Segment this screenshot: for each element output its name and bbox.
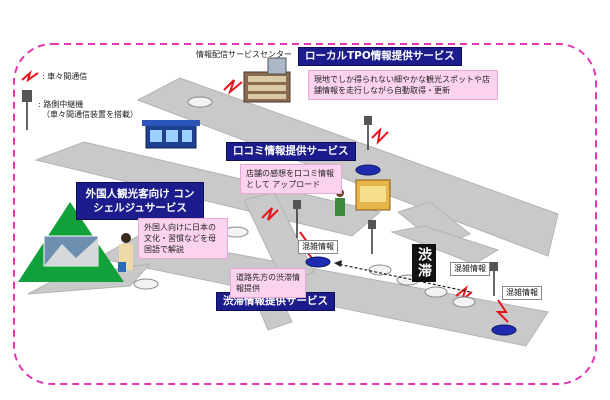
white-car-icon <box>368 264 392 276</box>
mountain-icon <box>18 202 124 282</box>
relay-pole-4-icon <box>490 262 498 296</box>
signal-icon <box>223 79 243 96</box>
white-car-icon <box>424 286 448 298</box>
road-left <box>34 141 382 237</box>
foreign-description: 外国人向けに日本の文化・習慣などを母国語で解説 <box>138 218 228 259</box>
legend-relay-icon <box>22 90 32 130</box>
info-center-building-icon <box>243 57 291 103</box>
legend-signal-icon <box>21 70 39 83</box>
signal-icon <box>261 207 279 221</box>
legend-v2v-label: : 車々間通信 <box>42 72 88 81</box>
local-tpo-description: 現地でしか得られない細やかな観光スポットや店舗情報を走行しながら自動取得・更新 <box>308 70 498 100</box>
dashed-frame <box>13 43 597 385</box>
relay-pole-2-icon <box>293 200 301 238</box>
road-upper <box>136 77 559 257</box>
traffic-description: 道路先方の渋滞情報提供 <box>230 268 306 298</box>
white-car-icon <box>133 278 159 290</box>
signal-icon <box>371 127 389 145</box>
blue-car-icon <box>305 256 331 268</box>
congestion-tag: 混雑情報 <box>502 286 542 300</box>
shop-front-icon <box>142 120 200 149</box>
local-tpo-service-title: ローカルTPO情報提供サービス <box>298 47 462 66</box>
info-center-label: 情報配信サービスセンター <box>196 50 292 59</box>
signal-icon <box>455 285 473 303</box>
road-cross <box>243 191 315 285</box>
congestion-tag: 混雑情報 <box>450 262 490 276</box>
road-stub-mid <box>390 225 500 265</box>
congestion-arrow <box>334 260 471 293</box>
review-service-title: 口コミ情報提供サービス <box>226 142 356 161</box>
blue-car-icon <box>355 164 381 176</box>
review-description: 店舗の感想を口コミ情報として アップロード <box>240 164 342 194</box>
relay-pole-1-icon <box>364 116 372 150</box>
legend-relay-sublabel: （車々間通信装置を搭載） <box>42 110 138 119</box>
legend-relay-label: : 路側中継機 <box>38 100 84 109</box>
tourist-icon <box>118 233 133 272</box>
signal-icon <box>495 299 509 323</box>
foreign-concierge-title: 外国人観光客向け コンシェルジュサービス <box>76 182 204 220</box>
jam-sign: 渋滞 <box>412 244 436 282</box>
congestion-tag: 混雑情報 <box>298 240 338 254</box>
white-car-icon <box>452 296 476 308</box>
cars <box>133 96 517 336</box>
blue-car-icon <box>491 324 517 336</box>
road-lower <box>96 235 549 347</box>
white-car-icon <box>187 96 213 108</box>
review-shop-icon <box>355 179 391 211</box>
relay-pole-3-icon <box>368 220 376 254</box>
